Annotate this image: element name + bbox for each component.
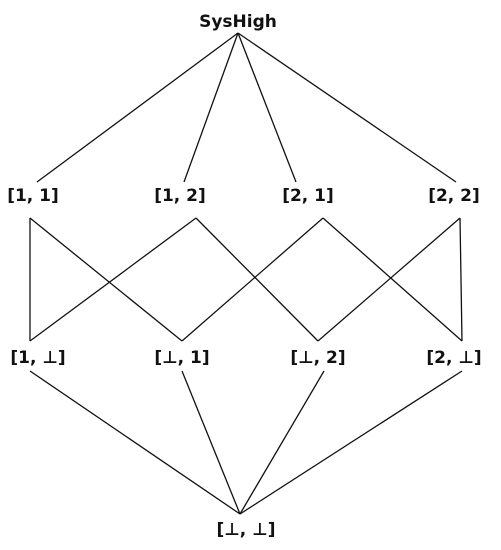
node-label-1-2: [1, 2] bbox=[154, 186, 206, 206]
node-label-2-bottom: [2, ⊥] bbox=[426, 348, 481, 368]
node-label-1-bottom: [1, ⊥] bbox=[10, 348, 65, 368]
edge-nb1-bottom bbox=[181, 370, 241, 515]
edge-n22-nb2 bbox=[317, 217, 461, 342]
edge-top-n11 bbox=[36, 32, 239, 183]
node-label-bottom-1: [⊥, 1] bbox=[154, 348, 209, 368]
edge-top-n12 bbox=[183, 32, 239, 183]
edge-n11-nb1 bbox=[29, 217, 183, 342]
edge-n21-n2b bbox=[322, 217, 463, 342]
node-label-1-1: [1, 1] bbox=[7, 186, 59, 206]
edge-nb2-bottom bbox=[239, 370, 325, 515]
edge-top-n21 bbox=[237, 32, 297, 183]
node-label-group: SysHigh [1, 1] [1, 2] [2, 1] [2, 2] [1, … bbox=[7, 12, 481, 540]
node-label-2-1: [2, 1] bbox=[282, 186, 334, 206]
edge-n21-nb1 bbox=[181, 217, 324, 342]
node-label-syshigh: SysHigh bbox=[199, 12, 277, 32]
edge-n22-n2b bbox=[459, 217, 463, 342]
node-label-2-2: [2, 2] bbox=[428, 186, 480, 206]
edge-n2b-bottom bbox=[239, 370, 463, 515]
edge-group bbox=[29, 32, 463, 515]
edge-n12-n1b bbox=[29, 217, 197, 342]
edge-top-n22 bbox=[237, 32, 457, 183]
edge-n1b-bottom bbox=[29, 370, 241, 515]
node-label-bottom-bottom: [⊥, ⊥] bbox=[217, 520, 276, 540]
node-label-bottom-2: [⊥, 2] bbox=[290, 348, 345, 368]
edge-n12-nb2 bbox=[195, 217, 319, 342]
